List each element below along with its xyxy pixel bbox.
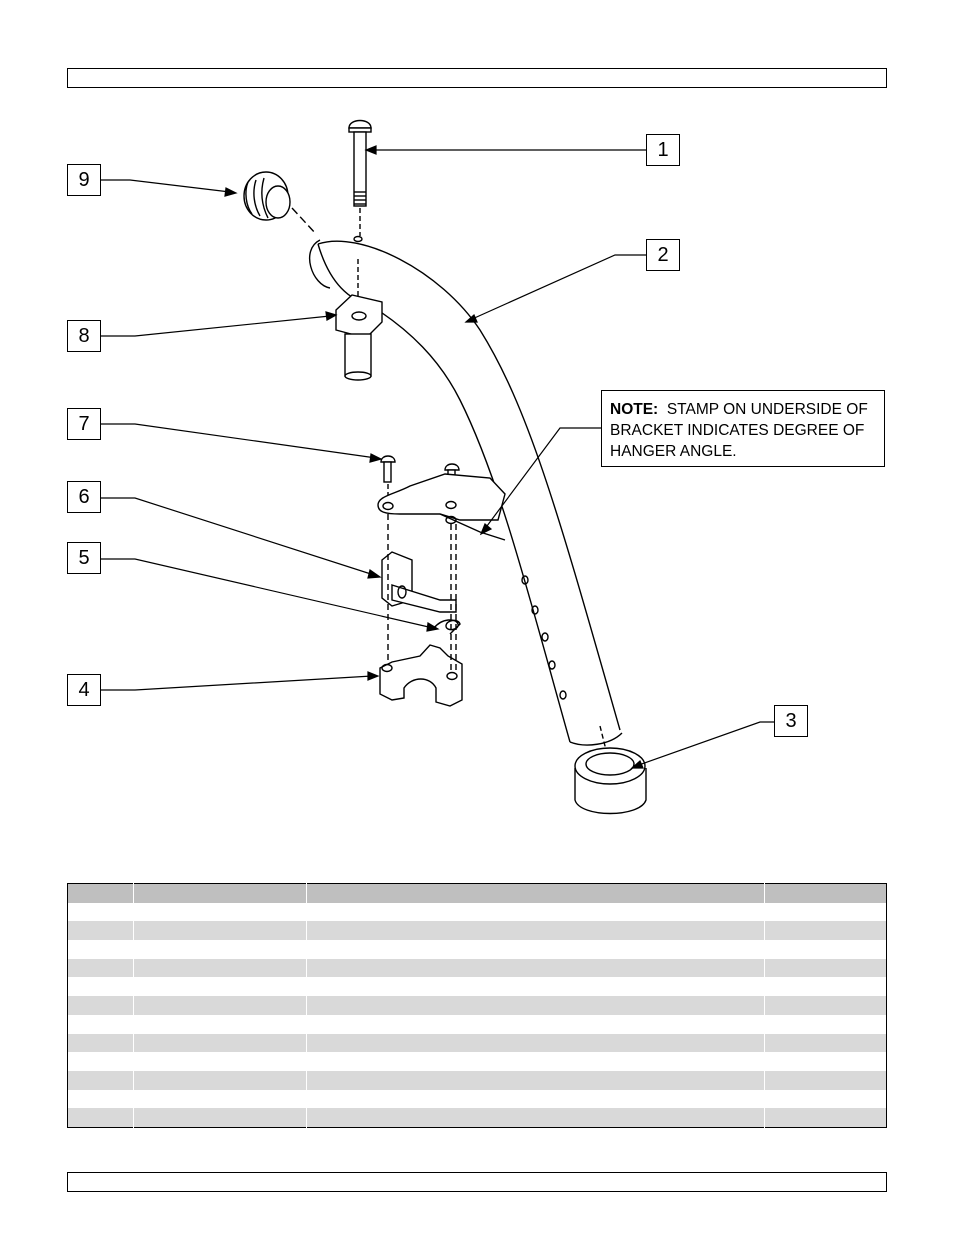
table-row (67, 1089, 887, 1109)
table-row (67, 940, 887, 959)
bracket-part (379, 514, 463, 707)
footer-bar (67, 1172, 887, 1192)
table-row (67, 1070, 887, 1090)
table-row (67, 958, 887, 978)
callout-2: 2 (646, 239, 680, 271)
end-cap-part (574, 725, 647, 815)
note-box: NOTE: STAMP ON UNDERSIDE OF BRACKET INDI… (601, 390, 885, 467)
table-row (67, 1108, 887, 1128)
table-row (67, 902, 887, 922)
note-line-1: NOTE: STAMP ON UNDERSIDE OF (610, 399, 876, 420)
table-row (67, 921, 887, 941)
table-header-row (67, 883, 887, 903)
callout-7: 7 (67, 408, 101, 440)
callout-1: 1 (646, 134, 680, 166)
header-bar (67, 68, 887, 88)
table-row (67, 1033, 887, 1053)
exploded-view-diagram (101, 119, 774, 815)
table-row (67, 977, 887, 997)
parts-table (67, 883, 887, 1128)
callout-6: 6 (67, 481, 101, 513)
callout-3: 3 (774, 705, 808, 737)
table-row (67, 1014, 887, 1034)
table-row (67, 1052, 887, 1071)
bracket-plate (377, 473, 506, 541)
note-line-3: HANGER ANGLE. (610, 443, 737, 460)
note-label: NOTE: (610, 401, 659, 418)
note-text-1: STAMP ON UNDERSIDE OF (666, 401, 868, 418)
latch-part (381, 551, 457, 613)
plug-part (243, 171, 317, 235)
callout-8: 8 (67, 320, 101, 352)
pin-part (335, 258, 383, 381)
screw-part (348, 119, 372, 236)
callout-4: 4 (67, 674, 101, 706)
table-row (67, 996, 887, 1015)
callout-9: 9 (67, 164, 101, 196)
note-line-2: BRACKET INDICATES DEGREE OF (610, 422, 865, 439)
callout-5: 5 (67, 542, 101, 574)
leader-lines (101, 145, 774, 769)
